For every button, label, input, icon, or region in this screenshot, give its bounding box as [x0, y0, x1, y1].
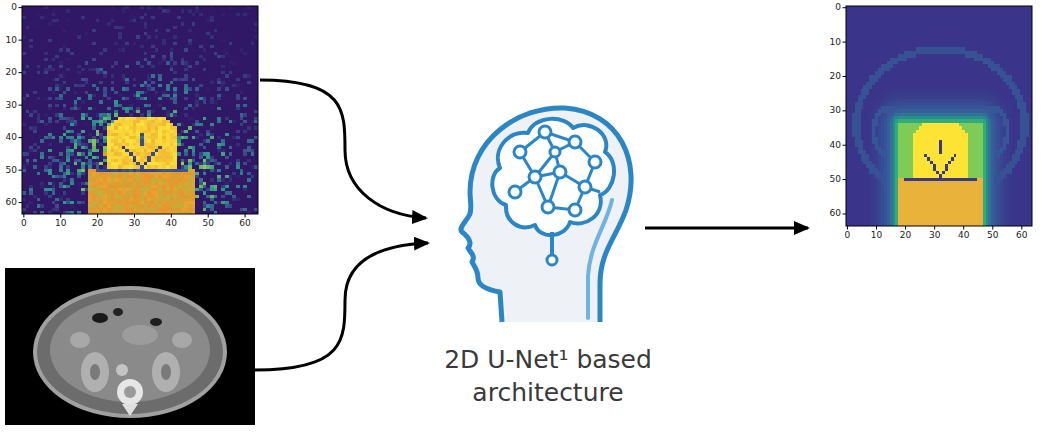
axis-tick-label: 20 [92, 218, 103, 229]
network-nodes [509, 126, 601, 216]
ct-spinous-process [122, 404, 138, 416]
ct-aorta [116, 364, 128, 376]
axis-tick-label: 20 [6, 67, 17, 78]
axis-tick-label: 40 [166, 218, 177, 229]
tick-mark [905, 226, 906, 230]
axis-ticks [19, 8, 1022, 230]
tick-mark [934, 226, 935, 230]
network-links [515, 132, 600, 210]
ct-organs [50, 298, 210, 402]
axis-tick-label: 40 [830, 140, 841, 151]
ct-kidney [81, 352, 109, 392]
ct-kidney-pelvis [90, 364, 100, 380]
axis-tick-label: 50 [830, 174, 841, 185]
axis-tick-label: 10 [830, 37, 841, 48]
ct-bowel-gas [150, 318, 162, 326]
axis-tick-label: 60 [1016, 230, 1027, 241]
tick-mark [171, 214, 172, 218]
tick-mark [208, 214, 209, 218]
ct-vertebra-canal [124, 386, 136, 398]
tick-mark [19, 170, 23, 171]
brain-outline [492, 119, 614, 235]
tick-mark [19, 202, 23, 203]
ct-vertebra [117, 379, 143, 405]
ct-kidney-pelvis [161, 364, 171, 380]
axis-tick-label: 20 [830, 71, 841, 82]
tick-mark [1021, 226, 1022, 230]
tick-mark [97, 214, 98, 218]
tick-mark [992, 226, 993, 230]
axis-tick-label: 60 [6, 197, 17, 208]
axis-tick-label: 0 [835, 2, 841, 13]
tick-mark [134, 214, 135, 218]
axis-tick-label: 10 [6, 35, 17, 46]
tick-mark [843, 213, 847, 214]
model-name: 2D U-Net¹ based architecture [423, 344, 673, 409]
tick-mark [19, 137, 23, 138]
tick-mark [843, 179, 847, 180]
ct-skin [33, 286, 227, 418]
ct-colon [70, 332, 90, 348]
flow-arrows [255, 80, 808, 370]
axis-tick-label: 40 [958, 230, 969, 241]
axis-tick-label: 0 [845, 230, 851, 241]
tick-mark [843, 145, 847, 146]
axis-tick-label: 30 [830, 105, 841, 116]
tick-mark [843, 7, 847, 8]
tick-mark [19, 72, 23, 73]
noisy-input-heatmap [22, 6, 258, 214]
tick-mark [60, 214, 61, 218]
axis-tick-label: 30 [129, 218, 140, 229]
axes-frame [22, 6, 258, 214]
axis-tick-label: 50 [987, 230, 998, 241]
tick-mark [19, 40, 23, 41]
tick-mark [19, 7, 23, 8]
ct-bowel [122, 325, 158, 345]
tick-mark [23, 214, 24, 218]
axis-tick-label: 60 [830, 208, 841, 219]
ct-bowel-gas [113, 308, 123, 316]
axis-tick-label: 20 [900, 230, 911, 241]
axis-tick-label: 30 [6, 100, 17, 111]
tick-mark [843, 110, 847, 111]
network-node [547, 255, 557, 265]
ct-slice [5, 268, 255, 425]
model-label: 2D U-Net¹ based architecture [423, 344, 673, 409]
axis-tick-label: 50 [202, 218, 213, 229]
tick-mark [876, 226, 877, 230]
tick-mark [843, 76, 847, 77]
axis-tick-label: 60 [239, 218, 250, 229]
tick-mark [19, 105, 23, 106]
axis-tick-label: 10 [871, 230, 882, 241]
ct-fat [37, 290, 223, 414]
brain-stem [550, 232, 554, 256]
input-arrow [260, 80, 426, 218]
axes-frame [846, 6, 1032, 226]
axis-tick-label: 10 [55, 218, 66, 229]
ct-bowel-gas [92, 313, 108, 323]
tick-mark [843, 42, 847, 43]
input-arrow [255, 243, 428, 370]
tick-mark [963, 226, 964, 230]
output-arrow [645, 227, 808, 230]
head-outline [461, 108, 631, 322]
ct-kidney [152, 352, 180, 392]
ct-background [5, 268, 255, 425]
axis-tick-label: 40 [6, 132, 17, 143]
tick-mark [847, 226, 848, 230]
tick-mark [245, 214, 246, 218]
axis-tick-label: 30 [929, 230, 940, 241]
axis-tick-label: 50 [6, 165, 17, 176]
output-heatmap [846, 6, 1032, 226]
ct-colon [172, 332, 192, 348]
brain-network-icon [461, 108, 631, 322]
axis-tick-label: 0 [21, 218, 27, 229]
axis-tick-label: 0 [11, 2, 17, 13]
